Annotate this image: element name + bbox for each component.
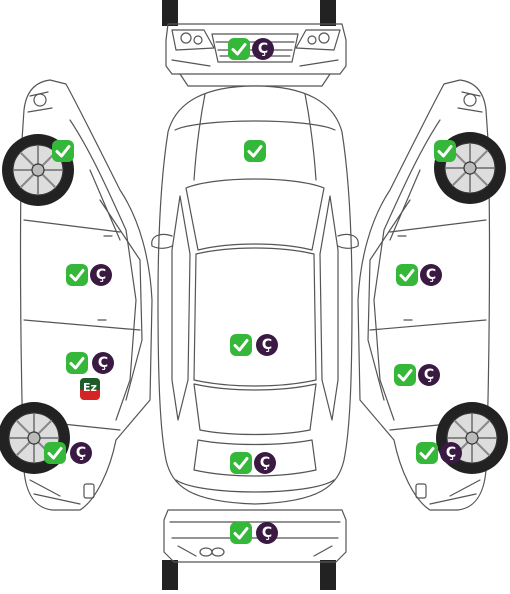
check-icon[interactable] [52, 140, 74, 162]
left-side-view [0, 79, 153, 511]
ez-damage-icon[interactable]: Ez [80, 378, 100, 400]
c-cedilla-badge[interactable]: Ç [92, 352, 114, 374]
c-cedilla-badge[interactable]: Ç [256, 334, 278, 356]
check-icon[interactable] [44, 442, 66, 464]
check-icon[interactable] [244, 140, 266, 162]
c-cedilla-badge[interactable]: Ç [440, 442, 462, 464]
c-cedilla-badge[interactable]: Ç [90, 264, 112, 286]
check-icon[interactable] [66, 264, 88, 286]
check-icon[interactable] [230, 522, 252, 544]
check-icon[interactable] [396, 264, 418, 286]
c-cedilla-badge[interactable]: Ç [420, 264, 442, 286]
c-cedilla-badge[interactable]: Ç [70, 442, 92, 464]
c-cedilla-badge[interactable]: Ç [256, 522, 278, 544]
check-icon[interactable] [394, 364, 416, 386]
check-icon[interactable] [416, 442, 438, 464]
check-icon[interactable] [230, 452, 252, 474]
top-view [151, 85, 359, 505]
rear-view [162, 509, 347, 590]
check-icon[interactable] [66, 352, 88, 374]
check-icon[interactable] [228, 38, 250, 60]
c-cedilla-badge[interactable]: Ç [418, 364, 440, 386]
check-icon[interactable] [434, 140, 456, 162]
check-icon[interactable] [230, 334, 252, 356]
c-cedilla-badge[interactable]: Ç [254, 452, 276, 474]
c-cedilla-badge[interactable]: Ç [252, 38, 274, 60]
